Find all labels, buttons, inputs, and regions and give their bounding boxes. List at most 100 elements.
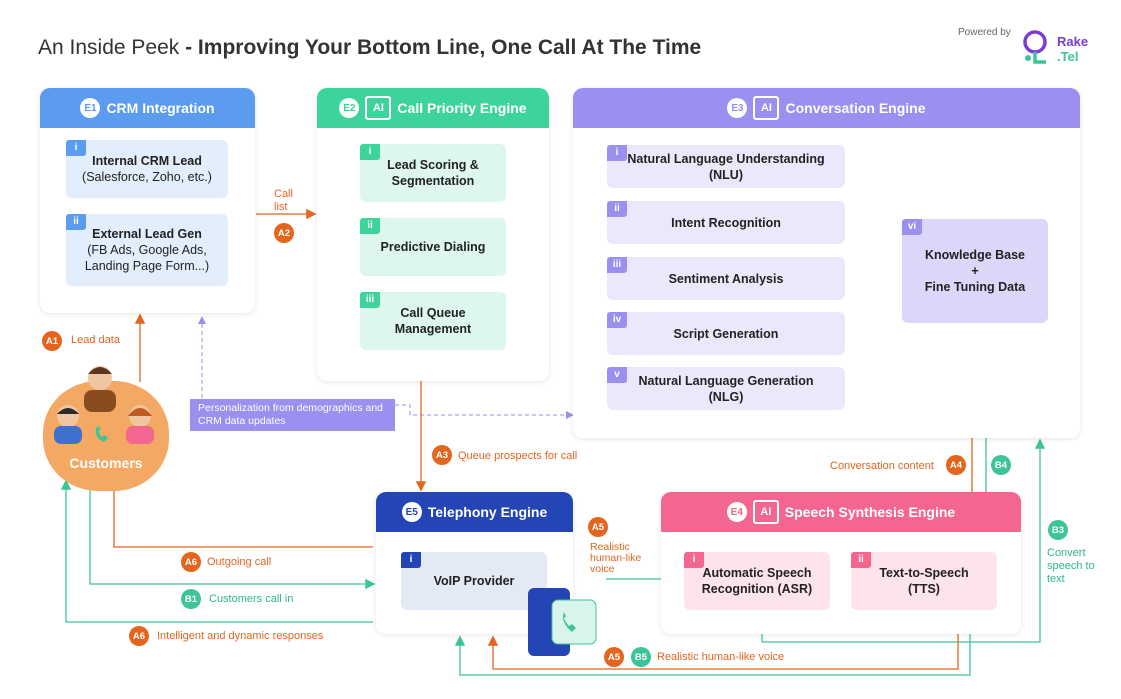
e5-badge: E5: [401, 502, 422, 522]
crm-integration-header: E1 CRM Integration: [40, 88, 255, 128]
a4-badge: A4: [946, 455, 966, 475]
lead-scoring-card: i Lead Scoring & Segmentation: [360, 144, 506, 202]
b5-badge: B5: [631, 647, 651, 667]
speech-synthesis-engine-title: Speech Synthesis Engine: [784, 504, 956, 520]
card-subtitle: (FB Ads, Google Ads, Landing Page Form..…: [84, 243, 210, 273]
conversation-engine-title: Conversation Engine: [785, 100, 926, 116]
ai-chip-icon: AI: [752, 500, 779, 524]
asr-card: i Automatic Speech Recognition (ASR): [684, 552, 830, 610]
roman-badge: i: [684, 552, 704, 568]
a6-resp-label: Intelligent and dynamic responses: [157, 630, 324, 642]
a3-badge: A3: [432, 445, 452, 465]
e3-badge: E3: [727, 98, 748, 118]
card-title: Lead Scoring & Segmentation: [387, 158, 479, 188]
nlu-card: i Natural Language Understanding (NLU): [607, 145, 845, 188]
b1-label: Customers call in: [209, 593, 294, 605]
card-title: Internal CRM Lead: [92, 154, 202, 168]
roman-badge: iv: [607, 312, 627, 328]
phone-icon: [528, 588, 597, 656]
knowledge-base-card: vi Knowledge Base + Fine Tuning Data: [902, 219, 1048, 323]
title-bold: - Improving Your Bottom Line, One Call A…: [185, 36, 702, 59]
script-generation-card: iv Script Generation: [607, 312, 845, 355]
sentiment-analysis-card: iii Sentiment Analysis: [607, 257, 845, 300]
brand-name-line1: Rake: [1057, 34, 1089, 49]
card-title: External Lead Gen: [92, 227, 202, 241]
card-title: Predictive Dialing: [380, 240, 486, 254]
voip-provider-card: i VoIP Provider: [401, 552, 547, 610]
card-title: Automatic Speech Recognition (ASR): [701, 566, 813, 596]
card-title: Script Generation: [673, 326, 779, 341]
brand-name-line2: .Tel: [1057, 49, 1079, 64]
roman-badge: vi: [902, 219, 922, 235]
a6-resp-badge: A6: [129, 626, 149, 646]
a5-bottom-badge: A5: [604, 647, 624, 667]
call-priority-engine-title: Call Priority Engine: [397, 100, 527, 116]
nlg-card: v Natural Language Generation (NLG): [607, 367, 845, 410]
card-title: Sentiment Analysis: [668, 271, 784, 286]
kb-line3: Fine Tuning Data: [924, 280, 1026, 294]
a5-bottom-label: Realistic human-like voice: [657, 651, 785, 663]
a1-badge: A1: [42, 331, 62, 351]
speech-synthesis-engine-header: E4 AI Speech Synthesis Engine: [661, 492, 1021, 532]
roman-badge: ii: [66, 214, 86, 230]
crm-integration-panel: E1 CRM Integration i Internal CRM Lead (…: [40, 88, 255, 313]
a5-top-label: Realistic human-like voice: [590, 541, 642, 575]
personalization-note: Personalization from demographics and CR…: [190, 399, 395, 431]
telephony-engine-title: Telephony Engine: [427, 504, 548, 520]
brand-name: Rake .Tel: [1057, 34, 1088, 64]
a3-label: Queue prospects for call: [458, 450, 578, 462]
card-title: VoIP Provider: [433, 574, 515, 588]
customers-label: Customers: [69, 455, 143, 471]
roman-badge: iii: [360, 292, 380, 308]
ai-chip-icon: AI: [365, 96, 392, 120]
a4-label: Conversation content: [830, 460, 934, 472]
roman-badge: i: [360, 144, 380, 160]
crm-integration-title: CRM Integration: [106, 100, 215, 116]
roman-badge: ii: [851, 552, 871, 568]
title-regular: An Inside Peek: [38, 36, 180, 59]
roman-badge: ii: [607, 201, 627, 217]
card-title: Natural Language Generation (NLG): [638, 373, 814, 404]
roman-badge: ii: [360, 218, 380, 234]
call-priority-engine-header: E2 AI Call Priority Engine: [317, 88, 549, 128]
kb-line1: Knowledge Base: [924, 248, 1026, 262]
b3-badge: B3: [1048, 520, 1068, 540]
internal-crm-lead-card: i Internal CRM Lead (Salesforce, Zoho, e…: [66, 140, 228, 198]
b3-label: Convert speech to text: [1047, 547, 1095, 585]
roman-badge: i: [401, 552, 421, 568]
a2-badge: A2: [274, 223, 294, 243]
predictive-dialing-card: ii Predictive Dialing: [360, 218, 506, 276]
rake-tel-logo-icon: [1023, 30, 1047, 64]
b4-badge: B4: [991, 455, 1011, 475]
roman-badge: i: [66, 140, 86, 156]
b1-badge: B1: [181, 589, 201, 609]
page-title: An Inside Peek - Improving Your Bottom L…: [38, 36, 701, 60]
intent-recognition-card: ii Intent Recognition: [607, 201, 845, 244]
card-title: Call Queue Management: [394, 306, 472, 336]
e1-badge: E1: [80, 98, 101, 118]
a2-label: Call list: [274, 188, 293, 213]
kb-line2: +: [971, 264, 979, 278]
e2-badge: E2: [339, 98, 360, 118]
roman-badge: v: [607, 367, 627, 383]
e4-badge: E4: [726, 502, 747, 522]
a5-top-badge: A5: [588, 517, 608, 537]
card-subtitle: (Salesforce, Zoho, etc.): [82, 170, 212, 184]
roman-badge: i: [607, 145, 627, 161]
a6-out-badge: A6: [181, 552, 201, 572]
conversation-engine-header: E3 AI Conversation Engine: [573, 88, 1080, 128]
card-title: Intent Recognition: [671, 215, 781, 230]
call-queue-management-card: iii Call Queue Management: [360, 292, 506, 350]
a1-label: Lead data: [71, 334, 120, 346]
card-title: Natural Language Understanding (NLU): [627, 151, 825, 182]
telephony-engine-header: E5 Telephony Engine: [376, 492, 573, 532]
powered-by-label: Powered by: [958, 27, 1011, 38]
telephony-engine-panel: E5 Telephony Engine i VoIP Provider: [376, 492, 573, 634]
customers-people-icon: [54, 366, 154, 444]
roman-badge: iii: [607, 257, 627, 273]
call-priority-engine-panel: E2 AI Call Priority Engine i Lead Scorin…: [317, 88, 549, 381]
ai-chip-icon: AI: [753, 96, 780, 120]
speech-synthesis-engine-panel: E4 AI Speech Synthesis Engine i Automati…: [661, 492, 1021, 634]
external-lead-gen-card: ii External Lead Gen (FB Ads, Google Ads…: [66, 214, 228, 286]
a6-out-label: Outgoing call: [207, 556, 272, 568]
